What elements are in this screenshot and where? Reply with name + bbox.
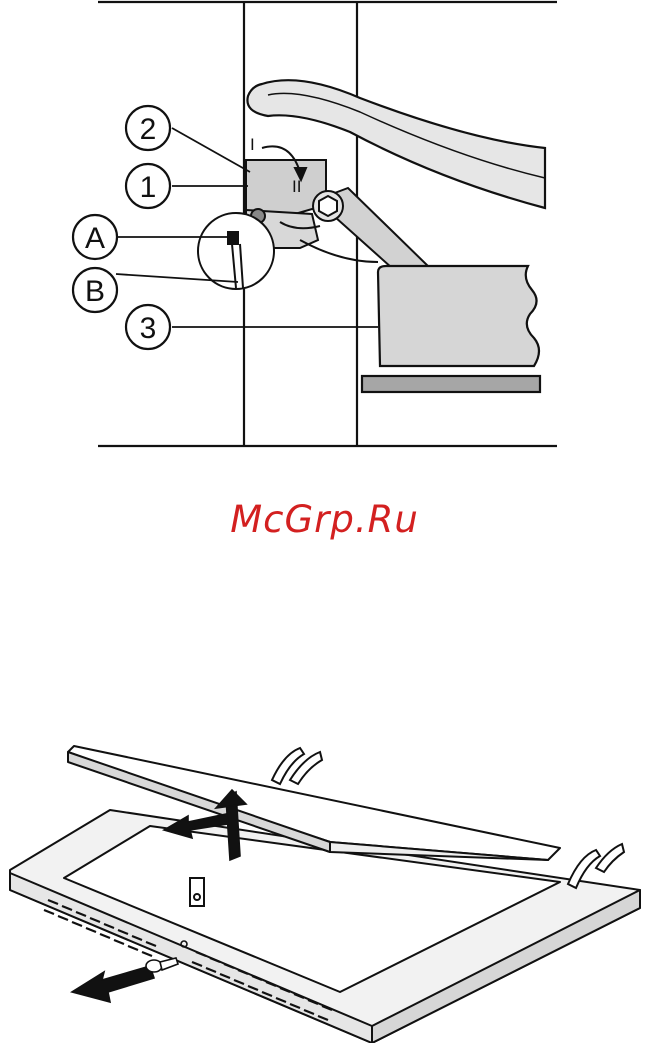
clip-hole: [194, 894, 200, 900]
hex-nut-icon: [319, 196, 337, 216]
oven-block: [378, 266, 539, 366]
position-label-ii: II: [292, 177, 301, 196]
watermark-text: McGrp.Ru: [0, 498, 649, 541]
callout-label-2: 2: [140, 113, 157, 146]
callout-label-3: 3: [140, 312, 157, 345]
position-label-i: I: [250, 135, 255, 154]
retaining-clip: [190, 878, 204, 906]
hinge-hook-right-b: [596, 844, 624, 872]
arrow-screw-out-icon: [72, 966, 154, 1002]
block-base-plate: [362, 376, 540, 392]
callout-label-1: 1: [140, 171, 157, 204]
callout-label-a: A: [85, 222, 105, 255]
callout-label-b: B: [85, 275, 105, 308]
detail-notch-a: [228, 232, 238, 244]
door-panel-removal-diagram: [0, 730, 649, 1043]
screw-shank-icon: [160, 958, 178, 970]
leader-2: [172, 128, 250, 172]
hinge-detail-diagram: I II 2 1 A B 3: [0, 0, 649, 460]
